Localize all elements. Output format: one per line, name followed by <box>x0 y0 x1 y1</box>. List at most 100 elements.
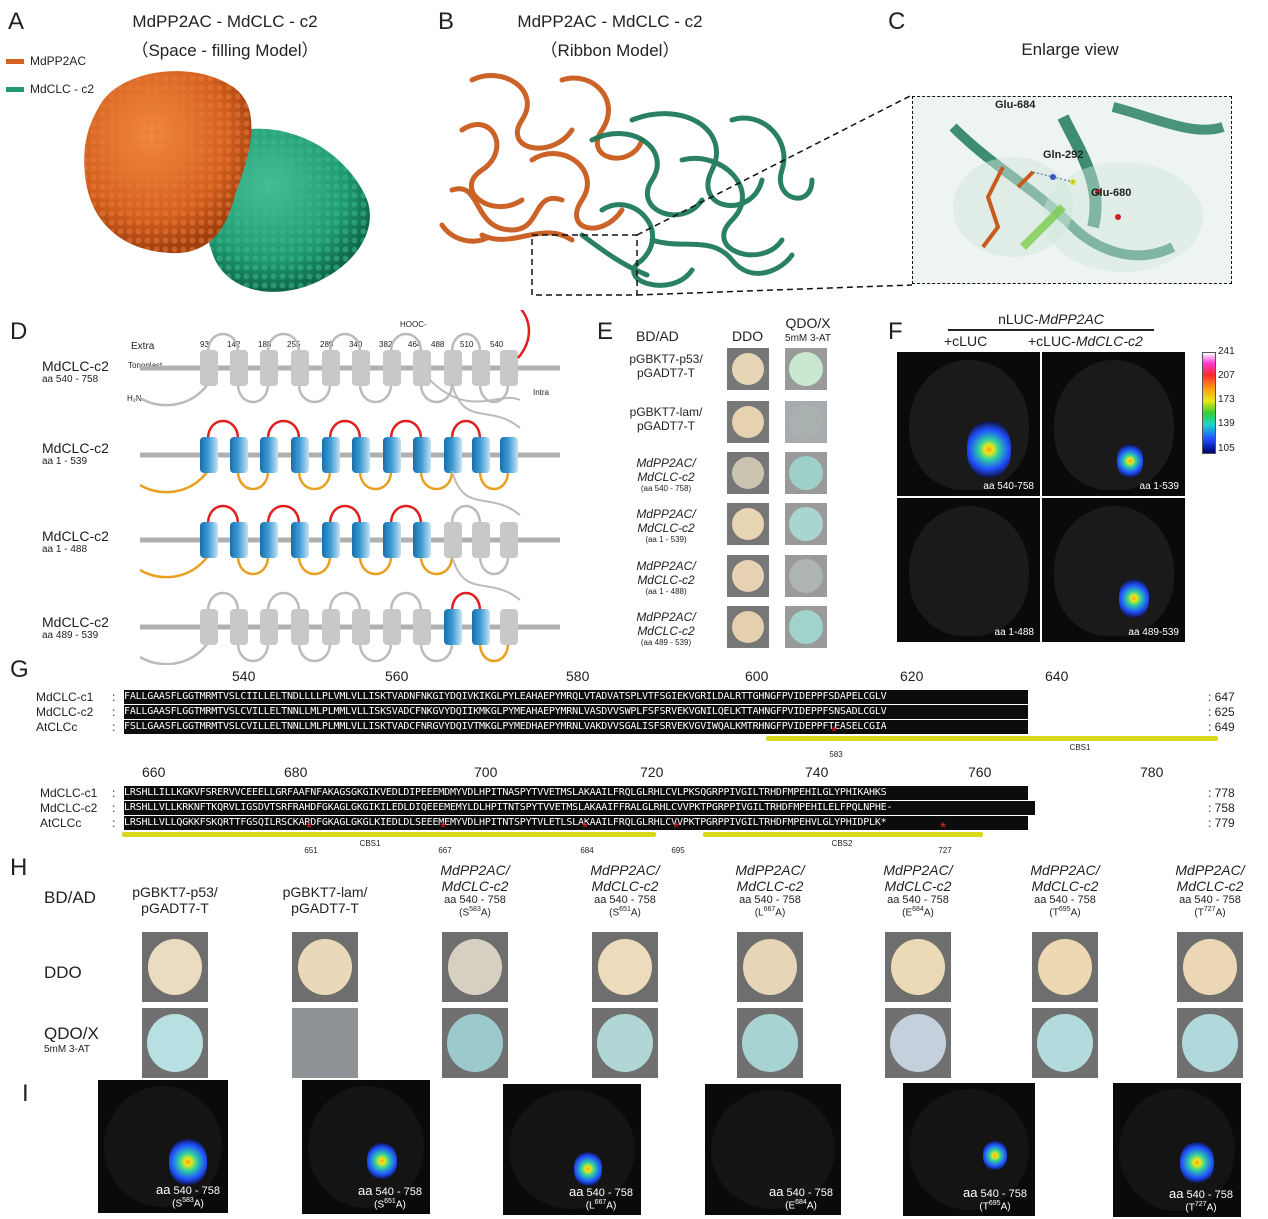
e-qdo-colony <box>785 401 827 443</box>
alignment-tick-label: 620 <box>900 668 924 684</box>
h-row-ddo: DDO <box>44 963 82 982</box>
h-ddo-colony <box>885 932 951 1002</box>
d-row3-label: MdCLC-c2 aa 1 - 488 <box>42 528 109 555</box>
e-ddo-colony <box>727 401 769 443</box>
luc-mutant-leaf-image: aa 540 - 758 (S651A) <box>302 1080 430 1214</box>
cbs-domain-label: CBS1 <box>1069 743 1091 752</box>
alignment-tick-label: 740 <box>805 764 829 780</box>
legend-swatch-mdclc <box>6 86 24 92</box>
panel-a-subtitle: （Space - filling Model） <box>131 41 319 60</box>
scale-241: 241 <box>1218 346 1235 357</box>
alignment-end-position: : 778 <box>1208 786 1235 800</box>
alignment-end-position: : 649 <box>1208 720 1235 734</box>
luminescence-color-scale <box>1202 352 1216 454</box>
alignment-sequence: LRSHLLVLLQGKKFSKQRTTFGSQILRSCKARDFGKAGLG… <box>124 816 1028 830</box>
alignment-tick-label: 680 <box>284 764 308 780</box>
h-ddo-colony <box>1032 932 1098 1002</box>
cbs-domain-bar <box>122 832 656 837</box>
alignment-tick-label: 660 <box>142 764 166 780</box>
alignment-sequence: LRSHLLVLLKRKNFTKQRVLIGSDVTSRFRAHDFGKAGLG… <box>124 801 1035 815</box>
h-qdo-colony <box>885 1008 951 1078</box>
residue-star-marker: * <box>673 820 680 837</box>
panel-a-legend: MdPP2AC MdCLC - c2 <box>6 54 94 96</box>
e-qdo-colony <box>785 503 827 545</box>
e-header-qdo-sub: 5mM 3-AT <box>785 333 831 344</box>
d-extra-label: Extra <box>131 341 155 352</box>
e-ddo-colony <box>727 555 769 597</box>
residue-label-glu680: Glu-680 <box>1091 187 1132 199</box>
alignment-seq-name: AtCLCc <box>36 720 78 734</box>
h-qdo-colony <box>737 1008 803 1078</box>
scale-207: 207 <box>1218 370 1235 381</box>
residue-position-label: 695 <box>671 846 685 855</box>
alignment-tick-label: 700 <box>474 764 498 780</box>
legend-label-mdpp2ac: MdPP2AC <box>30 54 87 68</box>
f-header-rule <box>948 329 1154 331</box>
residue-star-marker: * <box>582 820 589 837</box>
h-ddo-colony <box>592 932 658 1002</box>
alignment-colon: : <box>112 690 116 704</box>
alignment-sequence: LRSHLLILLKGKVFSRERVVCEEELLGRFAAFNFAKAGSG… <box>124 786 1028 800</box>
e-qdo-colony <box>785 606 827 648</box>
alignment-sequence: FALLGAASFLGGTMRMTVSLCVILLELTNNLLMLPLMMLV… <box>124 705 1028 719</box>
alignment-colon: : <box>112 816 116 830</box>
d-intra-label: Intra <box>533 388 550 397</box>
d-cterm-label: HOOC- <box>400 320 427 329</box>
f-col2-label: +cLUC-MdCLC-c2 <box>1028 333 1143 349</box>
e-row-label: MdPP2AC/ MdCLC-c2 (aa 540 - 758) <box>636 456 696 493</box>
alignment-colon: : <box>112 720 116 734</box>
alignment-colon: : <box>112 705 116 719</box>
h-col-label: MdPP2AC/ MdCLC-c2 aa 540 - 758 (S651A) <box>590 862 660 919</box>
e-qdo-colony <box>785 452 827 494</box>
ribbon-model <box>439 73 912 296</box>
luc-leaf-image: aa 540-758 <box>897 352 1040 496</box>
h-qdo-colony <box>442 1008 508 1078</box>
alignment-seq-name: MdCLC-c1 <box>40 786 98 800</box>
d-row2-label: MdCLC-c2 aa 1 - 539 <box>42 440 109 467</box>
alignment-sequence: FSLLGAASFLGGTMRMTVSLCVILLELTNNLLMLPLMMLV… <box>124 720 1028 734</box>
residue-star-marker: * <box>831 724 838 741</box>
h-ddo-colony <box>737 932 803 1002</box>
h-col-label: MdPP2AC/ MdCLC-c2 aa 540 - 758 (E684A) <box>883 862 953 919</box>
residue-star-marker: * <box>306 820 313 837</box>
h-col-label: pGBKT7-p53/ pGADT7-T <box>132 884 218 916</box>
alignment-end-position: : 625 <box>1208 705 1235 719</box>
panel-label-c: C <box>888 8 906 35</box>
legend-swatch-mdpp2ac <box>6 58 24 64</box>
luc-mutant-leaf-image: aa 540 - 758 (L667A) <box>503 1084 641 1215</box>
h-qdo-colony <box>1177 1008 1243 1078</box>
d-row1-label: MdCLC-c2 aa 540 - 758 <box>42 358 109 385</box>
h-col-label: MdPP2AC/ MdCLC-c2 aa 540 - 758 (L667A) <box>735 862 805 919</box>
e-qdo-colony <box>785 348 827 390</box>
scale-105: 105 <box>1218 443 1235 454</box>
alignment-end-position: : 758 <box>1208 801 1235 815</box>
h-qdo-colony <box>292 1008 358 1078</box>
e-ddo-colony <box>727 348 769 390</box>
alignment-tick-label: 580 <box>566 668 590 684</box>
alignment-seq-name: MdCLC-c2 <box>40 801 98 815</box>
alignment-seq-name: AtCLCc <box>40 816 82 830</box>
cbs-domain-label: CBS2 <box>831 839 853 848</box>
panel-label-g: G <box>10 656 29 683</box>
f-header-top: nLUC-MdPP2AC <box>998 311 1104 327</box>
e-row-label: MdPP2AC/ MdCLC-c2 (aa 1 - 539) <box>636 507 696 544</box>
residue-position-label: 583 <box>829 750 843 759</box>
alignment-tick-label: 600 <box>745 668 769 684</box>
h-qdo-colony <box>1032 1008 1098 1078</box>
enlarge-view-box: Glu-684 Gln-292 Glu-680 <box>912 96 1232 284</box>
alignment-seq-name: MdCLC-c2 <box>36 705 94 719</box>
residue-star-marker: * <box>940 820 947 837</box>
h-row-bdad: BD/AD <box>44 888 96 907</box>
alignment-tick-label: 540 <box>232 668 256 684</box>
alignment-colon: : <box>112 801 116 815</box>
panel-label-a: A <box>8 8 25 35</box>
h-qdo-colony <box>592 1008 658 1078</box>
scale-139: 139 <box>1218 418 1235 429</box>
h-col-label: MdPP2AC/ MdCLC-c2 aa 540 - 758 (T727A) <box>1175 862 1245 919</box>
residue-label-glu684: Glu-684 <box>995 99 1036 111</box>
panel-b-title: MdPP2AC - MdCLC - c2 <box>517 12 703 31</box>
alignment-seq-name: MdCLC-c1 <box>36 690 94 704</box>
cbs-domain-bar <box>703 832 983 837</box>
panel-c-title: Enlarge view <box>1021 40 1119 59</box>
panel-label-b: B <box>438 8 455 35</box>
